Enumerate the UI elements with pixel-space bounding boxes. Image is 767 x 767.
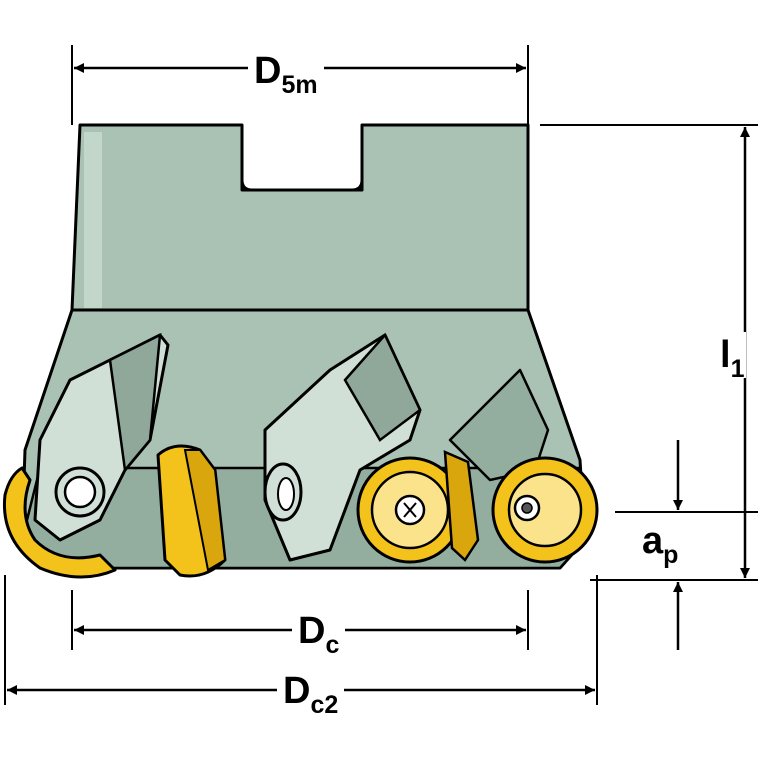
round-insert-edge-1-shade	[183, 449, 227, 572]
extension-lines	[4, 45, 758, 705]
label-main: D	[283, 670, 311, 712]
round-insert-right-ring	[507, 472, 583, 548]
chip-pocket-1-face	[108, 332, 162, 473]
label-sub: c	[325, 631, 340, 659]
screw-bore-2-inner	[277, 477, 295, 511]
label-sub: p	[663, 541, 679, 569]
keyway-slot	[240, 125, 364, 192]
chip-pocket-3	[448, 368, 550, 482]
label-main: D	[298, 610, 326, 652]
label-sub: 1	[730, 355, 745, 383]
label-sub: 5m	[281, 71, 318, 99]
label-main: a	[642, 520, 664, 562]
chip-pocket-2-face	[343, 332, 422, 442]
label-main: D	[254, 50, 282, 92]
dimension-label-ap: ap	[640, 520, 681, 568]
insert-screw-right-hex	[521, 502, 533, 514]
screw-bore-1-inner	[63, 475, 97, 509]
label-main: l	[720, 334, 731, 376]
label-sub: c2	[310, 691, 339, 719]
shank-highlight	[84, 132, 102, 308]
dimension-label-d5m: D5m	[248, 50, 324, 98]
round-insert-left	[2, 466, 117, 579]
round-insert-edge-2	[443, 450, 480, 562]
insert-screw-center-slot	[403, 502, 417, 518]
dimension-label-dc2: Dc2	[277, 670, 345, 718]
dimension-label-l1: l1	[718, 332, 747, 382]
dimension-label-dc: Dc	[292, 610, 346, 658]
